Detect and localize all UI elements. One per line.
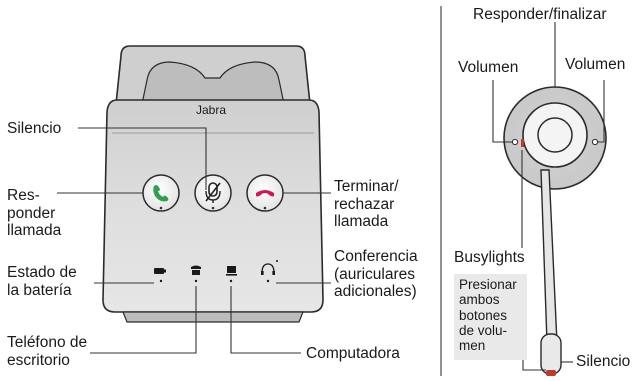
answer-call-icon [153, 185, 169, 202]
cradle-slot [141, 61, 285, 105]
mute-mic-icon [205, 182, 221, 203]
base-callout-lines [57, 127, 331, 354]
label-silencio-base: Silencio [7, 120, 62, 137]
volume-up-button[interactable] [591, 138, 599, 146]
mic-tip [540, 333, 562, 375]
desk-phone-icon [191, 265, 201, 283]
headset-callout-lines [492, 80, 605, 371]
label-telefono-escritorio: Teléfono de escritorio [7, 334, 88, 369]
headset [503, 22, 607, 376]
label-estado-bateria: Estado de la batería [7, 264, 77, 299]
label-silencio-headset: Silencio [576, 353, 631, 370]
end-call-icon [256, 190, 274, 197]
mic-mute-button[interactable] [546, 370, 556, 376]
conference-headset-icon [261, 260, 278, 283]
volume-down-button[interactable] [511, 138, 519, 146]
answer-end-button[interactable] [522, 102, 588, 168]
device-brand-label: Jabra [196, 103, 227, 117]
computer-icon [226, 266, 237, 283]
label-conferencia: Conferencia (auriculares adicionales) [334, 248, 418, 300]
base-foot [122, 311, 304, 323]
answer-button[interactable] [142, 174, 180, 212]
base-station [102, 45, 324, 323]
label-responder-llamada: Res- ponder llamada [7, 187, 62, 239]
label-computadora: Computadora [306, 345, 400, 362]
label-volumen-left: Volumen [458, 59, 519, 76]
busylight-indicator [521, 139, 524, 147]
note-presionar-volumen: Presionar ambos botones de volu- men [454, 274, 527, 360]
boom-arm [540, 169, 558, 344]
label-busylights: Busylights [454, 249, 525, 266]
label-terminar-llamada: Terminar/ rechazar llamada [334, 178, 399, 230]
label-responder-finalizar: Responder/finalizar [473, 6, 607, 23]
label-volumen-right: Volumen [565, 56, 626, 73]
battery-icon [154, 268, 166, 283]
